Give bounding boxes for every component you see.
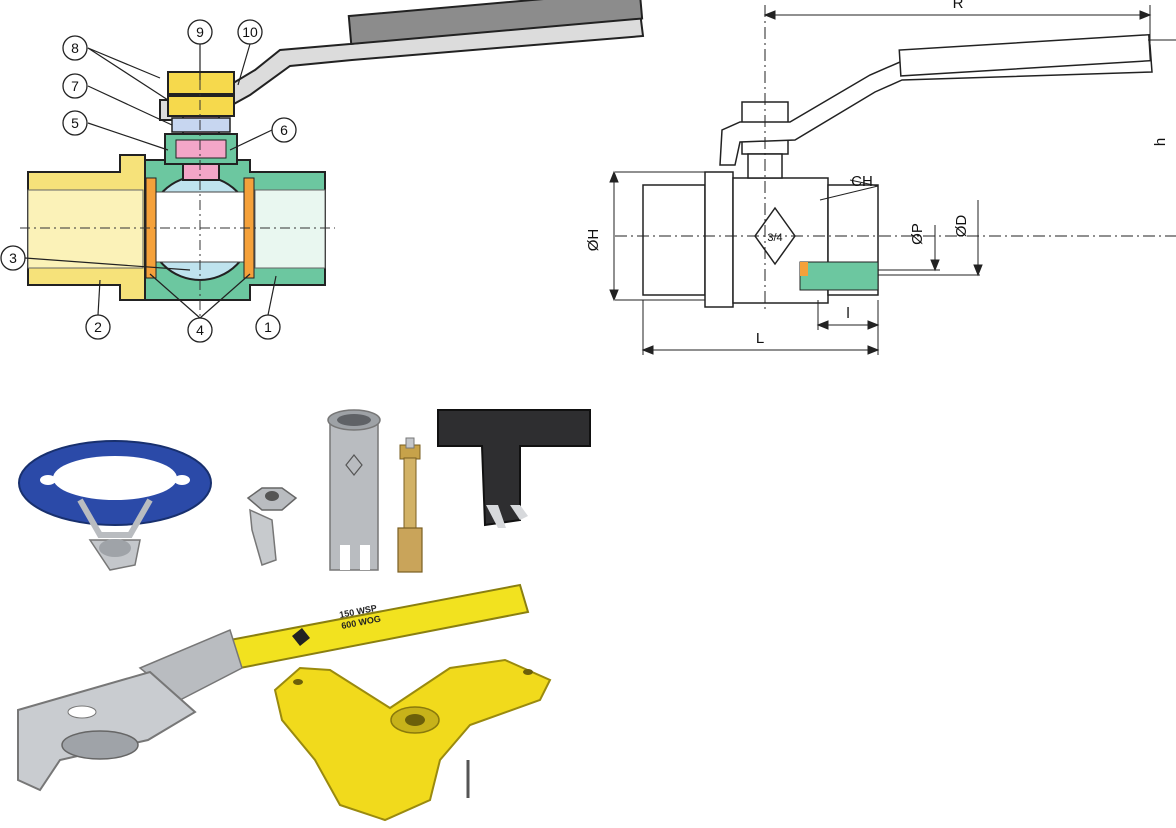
dim-seat-mark xyxy=(800,262,808,276)
dim-body-hex xyxy=(704,171,734,308)
callout-3 xyxy=(0,245,26,271)
dim-size-mark: 3/4 xyxy=(767,232,782,244)
callout-label-7: 7 xyxy=(71,78,79,94)
dimension-labels: R h CH ØH ØP ØD l L xyxy=(585,0,1169,347)
stem-nut-with-clip xyxy=(246,487,298,566)
dim-lever-grip xyxy=(898,33,1152,77)
dimension-view: 3/4 xyxy=(585,0,1176,355)
body-bore-right xyxy=(254,189,326,269)
dark-t-key xyxy=(437,409,591,528)
callout-2 xyxy=(85,314,111,340)
callout-9 xyxy=(187,19,213,45)
callout-label-10: 10 xyxy=(242,24,258,40)
section-view: 8 7 5 9 10 6 3 2 4 1 xyxy=(0,0,645,343)
dim-label-h: h xyxy=(1152,138,1169,146)
lever-grip xyxy=(347,0,644,46)
callout-10 xyxy=(237,19,263,45)
dim-label-OH: ØH xyxy=(585,229,602,252)
yellow-butterfly-handle xyxy=(273,658,552,822)
dimension-lines xyxy=(609,5,1176,355)
callout-label-4: 4 xyxy=(196,322,204,338)
dim-body-left-end xyxy=(642,184,706,296)
yellow-lever-handle: 150 WSP 600 WOG xyxy=(17,583,530,792)
callout-label-8: 8 xyxy=(71,40,79,56)
dim-label-CH: CH xyxy=(851,173,873,190)
stem-nut-top xyxy=(167,71,235,95)
dim-body-section-cut xyxy=(799,261,879,291)
stem-nut-bottom xyxy=(167,95,235,117)
connector-bore-left xyxy=(27,189,144,269)
dim-label-l: l xyxy=(846,305,849,322)
dim-label-OD: ØD xyxy=(953,215,970,238)
callout-numbers: 8 7 5 9 10 6 3 2 4 1 xyxy=(9,24,288,338)
accessories-photo: 150 WSP 600 WOG xyxy=(17,409,591,822)
tubular-socket xyxy=(327,409,381,571)
callout-5 xyxy=(62,110,88,136)
callout-label-9: 9 xyxy=(196,24,204,40)
callout-6 xyxy=(271,117,297,143)
callout-leaders xyxy=(24,43,277,319)
callout-label-6: 6 xyxy=(280,122,288,138)
callout-circles xyxy=(0,19,297,343)
blue-handwheel xyxy=(18,440,212,571)
stem-orings xyxy=(175,139,227,159)
brass-extension-stem xyxy=(397,437,423,573)
callout-label-3: 3 xyxy=(9,250,17,266)
dim-label-L: L xyxy=(756,330,764,347)
callout-1 xyxy=(255,314,281,340)
callout-label-2: 2 xyxy=(94,319,102,335)
callout-label-1: 1 xyxy=(264,319,272,335)
callout-4 xyxy=(187,317,213,343)
stem-gland xyxy=(171,117,231,133)
dim-label-OP: ØP xyxy=(909,223,926,245)
callout-8 xyxy=(62,35,88,61)
callout-7 xyxy=(62,73,88,99)
dim-label-R: R xyxy=(953,0,964,12)
callout-label-5: 5 xyxy=(71,115,79,131)
